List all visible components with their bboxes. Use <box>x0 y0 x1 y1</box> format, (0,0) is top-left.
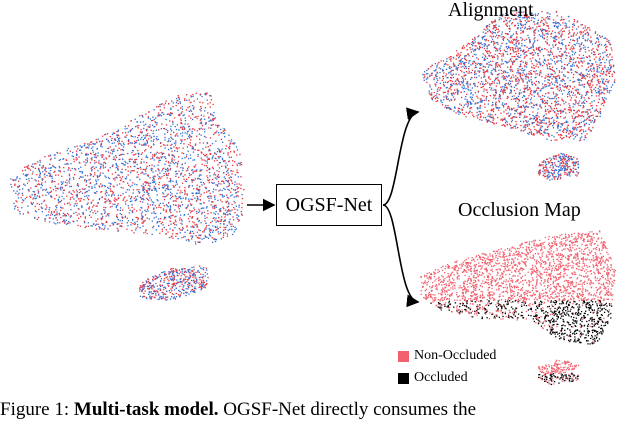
legend-non-occluded: Non-Occluded <box>398 348 496 364</box>
alignment-cloud-tray <box>538 153 579 181</box>
arrow-net-to-occlusion <box>383 205 418 302</box>
input-cloud-tray <box>139 266 209 301</box>
legend-non-occluded-swatch <box>398 351 409 362</box>
alignment-cloud-main <box>422 11 615 141</box>
input-cloud-main <box>10 93 244 245</box>
network-box: OGSF-Net <box>276 184 382 226</box>
network-label: OGSF-Net <box>286 194 373 217</box>
occlusion-cloud-main <box>420 230 616 344</box>
occlusion-cloud-tray <box>538 360 579 385</box>
legend-non-occluded-label: Non-Occluded <box>414 348 496 364</box>
occlusion-map-title: Occlusion Map <box>458 200 581 220</box>
arrow-net-to-alignment <box>383 112 418 205</box>
figure-caption: Figure 1: Multi-task model. OGSF-Net dir… <box>0 399 640 422</box>
legend-occluded-swatch <box>398 373 409 384</box>
legend-occluded: Occluded <box>398 370 468 386</box>
alignment-title: Alignment <box>448 0 534 20</box>
legend-occluded-label: Occluded <box>414 370 468 386</box>
